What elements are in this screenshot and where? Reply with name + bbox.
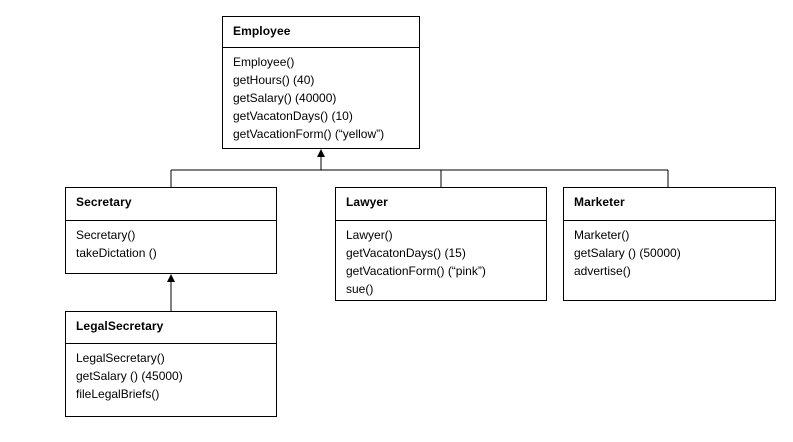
class-lawyer-methods: Lawyer() getVacatonDays() (15) getVacati… xyxy=(336,221,546,298)
class-employee: Employee Employee() getHours() (40) getS… xyxy=(222,16,420,149)
method: getSalary () (50000) xyxy=(574,246,681,260)
class-legalsecretary-name: LegalSecretary xyxy=(66,312,276,344)
method: Employee() xyxy=(233,55,295,69)
class-legalsecretary: LegalSecretary LegalSecretary() getSalar… xyxy=(65,311,277,417)
secretary-arrowhead xyxy=(167,274,175,282)
class-employee-name: Employee xyxy=(223,17,419,48)
method: getVacationForm() (“pink”) xyxy=(346,264,486,278)
method: getVacationForm() (“yellow”) xyxy=(233,127,385,141)
class-marketer-name: Marketer xyxy=(564,188,775,221)
method: Secretary() xyxy=(76,228,136,242)
class-marketer: Marketer Marketer() getSalary () (50000)… xyxy=(563,187,776,301)
class-legalsecretary-methods: LegalSecretary() getSalary () (45000) fi… xyxy=(66,344,276,403)
class-lawyer-name: Lawyer xyxy=(336,188,546,221)
class-marketer-methods: Marketer() getSalary () (50000) advertis… xyxy=(564,221,775,280)
method: advertise() xyxy=(574,264,631,278)
method: Lawyer() xyxy=(346,228,393,242)
employee-arrowhead xyxy=(317,149,325,157)
method: getVacatonDays() (10) xyxy=(233,109,353,123)
class-secretary: Secretary Secretary() takeDictation () xyxy=(65,187,277,274)
class-secretary-name: Secretary xyxy=(66,188,276,221)
class-secretary-methods: Secretary() takeDictation () xyxy=(66,221,276,262)
method: getHours() (40) xyxy=(233,73,315,87)
edge-employee-children xyxy=(170,155,669,187)
method: LegalSecretary() xyxy=(76,351,165,365)
method: getVacatonDays() (15) xyxy=(346,246,466,260)
class-employee-methods: Employee() getHours() (40) getSalary() (… xyxy=(223,48,419,143)
method: Marketer() xyxy=(574,228,630,242)
method: getSalary () (45000) xyxy=(76,369,183,383)
method: getSalary() (40000) xyxy=(233,91,337,105)
class-lawyer: Lawyer Lawyer() getVacatonDays() (15) ge… xyxy=(335,187,547,301)
method: fileLegalBriefs() xyxy=(76,387,160,401)
method: sue() xyxy=(346,282,374,296)
method: takeDictation () xyxy=(76,246,157,260)
